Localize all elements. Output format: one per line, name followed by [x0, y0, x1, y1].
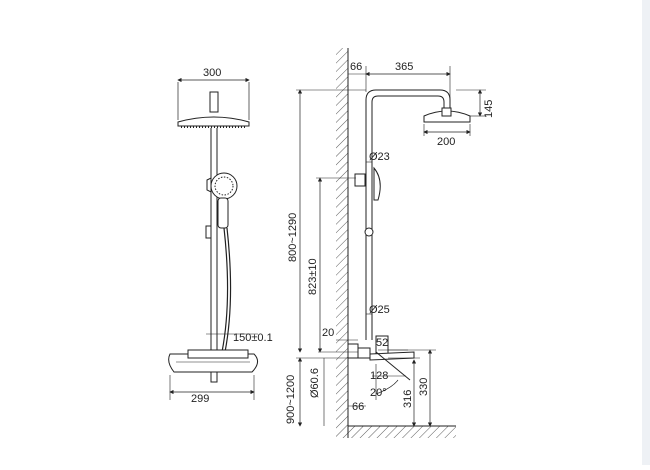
side-pipe-upper-dia: Ø23 — [369, 151, 390, 163]
window-edge — [642, 0, 650, 465]
side-mixer-width: 52 — [376, 337, 388, 349]
side-spout-length: 128 — [370, 370, 388, 382]
side-head-height: 145 — [483, 100, 495, 118]
side-inlet-dia: Ø60.6 — [309, 368, 321, 398]
front-view — [168, 77, 258, 400]
side-mixer-height-a: 316 — [402, 390, 414, 408]
front-hand-spacing: 150±0.1 — [233, 332, 273, 344]
front-base-width: 299 — [191, 393, 209, 405]
side-arm-length: 365 — [395, 61, 413, 73]
front-head-width: 300 — [203, 67, 221, 79]
side-mixer-height-b: 330 — [418, 378, 430, 396]
side-total-height: 800~1290 — [287, 213, 299, 262]
side-wall-offset-top: 66 — [350, 61, 362, 73]
side-holder-height: 823±10 — [307, 258, 319, 295]
side-head-diameter: 200 — [437, 136, 455, 148]
side-view — [296, 48, 486, 438]
side-pipe-lower-dia: Ø25 — [369, 304, 390, 316]
side-mixer-gap: 20 — [322, 327, 334, 339]
side-wall-offset-bottom: 66 — [352, 401, 364, 413]
side-floor-height: 900~1200 — [285, 375, 297, 424]
side-spout-angle: 20° — [370, 387, 387, 399]
